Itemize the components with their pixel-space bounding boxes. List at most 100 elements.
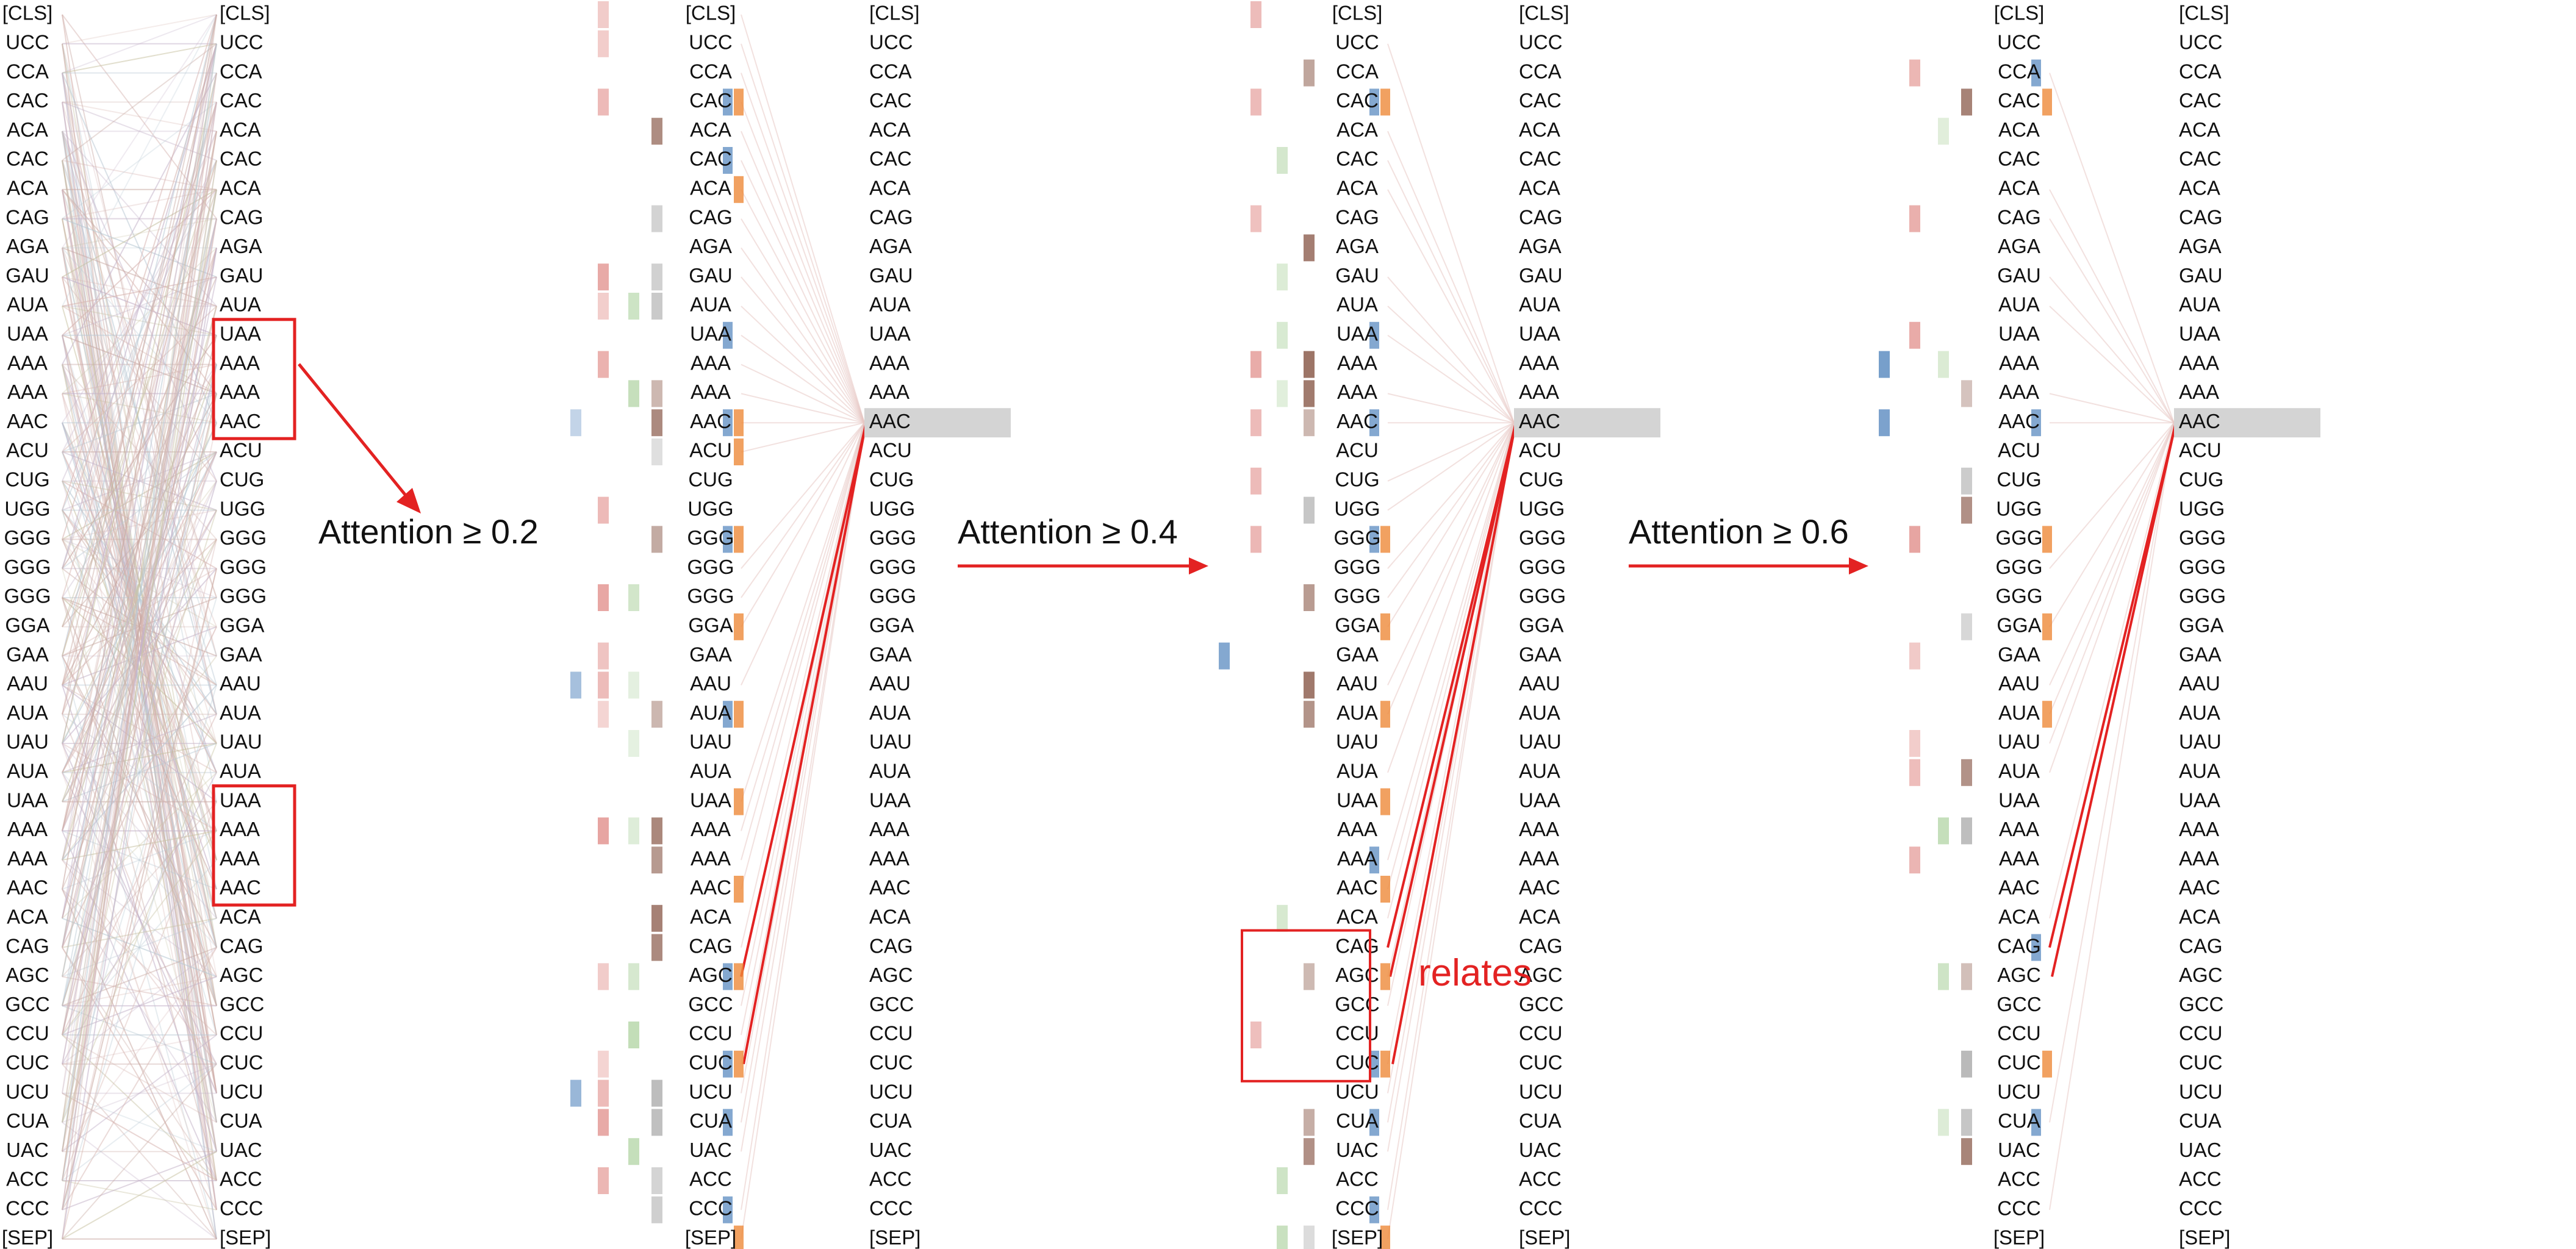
token-label: CCC <box>220 1197 264 1220</box>
token-label: UCU <box>1519 1080 1563 1103</box>
token-label: UAA <box>7 323 48 345</box>
attention-line <box>2049 306 2175 423</box>
head-attention-block <box>598 701 609 728</box>
token-label: CUC <box>1335 1051 1379 1074</box>
token-label: UAC <box>869 1139 912 1161</box>
token-label: CUA <box>689 1109 732 1132</box>
attention-line <box>741 131 865 423</box>
orange-head-marker <box>1380 701 1390 728</box>
head-attention-block <box>1961 88 1972 116</box>
attention-line <box>62 218 217 831</box>
token-label: CUC <box>2179 1051 2223 1074</box>
token-label: AUA <box>220 293 261 316</box>
attention-line <box>741 422 865 598</box>
attention-line <box>1387 422 1515 861</box>
attention-line <box>62 451 217 511</box>
token-label: CCC <box>1519 1197 1563 1220</box>
attention-line <box>62 14 217 1093</box>
token-label: GAA <box>220 643 262 665</box>
token-label: ACC <box>869 1168 912 1190</box>
token-label: AGC <box>869 964 913 986</box>
token-label: AUA <box>1336 760 1378 782</box>
token-label: CUG <box>688 468 733 491</box>
token-label: CUG <box>5 468 49 491</box>
token-label: ACU <box>689 439 732 462</box>
attention-line <box>62 101 217 161</box>
token-label: AAC <box>1998 876 2040 899</box>
head-attention-block <box>1304 496 1315 524</box>
token-label: AUA <box>7 701 48 724</box>
attention-line <box>62 801 217 1181</box>
attention-line <box>62 14 217 1239</box>
attention-line <box>62 1034 217 1065</box>
token-label: UAA <box>2179 323 2220 345</box>
attention-line <box>62 248 217 1210</box>
attention-line <box>62 43 217 918</box>
token-label: GGG <box>1519 556 1566 578</box>
attention-line <box>62 1034 217 1152</box>
token-label: GGG <box>687 585 734 607</box>
attention-line <box>62 43 217 74</box>
blue-head-marker <box>1369 846 1379 874</box>
attention-line <box>62 131 217 1123</box>
attention-line <box>2049 423 2175 1210</box>
attention-line <box>62 14 217 45</box>
token-label: AAC <box>7 876 48 899</box>
token-label: CAC <box>1998 89 2040 112</box>
head-attention-block <box>1938 351 1949 378</box>
token-label: UGG <box>1996 497 2042 520</box>
head-attention-block <box>598 30 609 57</box>
token-label: AUA <box>2179 701 2220 724</box>
attention-line <box>62 772 217 1211</box>
token-label: AGA <box>689 235 732 257</box>
head-attention-block <box>1938 1109 1949 1136</box>
token-label: CCC <box>1335 1197 1379 1220</box>
attention-line <box>62 248 217 1064</box>
token-label: CCA <box>1998 60 2040 82</box>
token-label: CAG <box>2179 934 2223 957</box>
token-label: AAA <box>691 818 731 840</box>
attention-line <box>741 14 865 423</box>
token-label: CUA <box>2179 1109 2222 1132</box>
head-attention-block <box>1938 118 1949 145</box>
token-label: AAA <box>1999 381 2039 403</box>
token-label: [SEP] <box>1519 1226 1570 1248</box>
blue-head-marker <box>1369 321 1379 349</box>
token-label: UAA <box>220 323 261 345</box>
focus-token-bar <box>864 408 1011 438</box>
token-label: CCC <box>1997 1197 2041 1220</box>
token-label: UGG <box>687 497 733 520</box>
attention-line <box>62 248 217 1239</box>
attention-line <box>1387 334 1515 424</box>
token-label: CAG <box>1519 206 1563 228</box>
strong-attention-line <box>2051 424 2176 977</box>
head-attention-block <box>1304 701 1315 728</box>
token-label: AAC <box>1336 876 1378 899</box>
token-label: AAA <box>691 847 731 870</box>
token-label: AAC <box>869 410 911 432</box>
token-label: CCU <box>1997 1022 2041 1045</box>
attention-line <box>62 626 217 948</box>
token-label: AAU <box>220 672 261 695</box>
attention-line <box>62 102 217 831</box>
token-label: GGG <box>4 585 51 607</box>
token-label: GCC <box>220 993 264 1015</box>
head-attention-block <box>628 671 639 699</box>
token-label: GAA <box>689 643 732 665</box>
token-label: CUG <box>1335 468 1379 491</box>
token-label: AAC <box>2179 876 2220 899</box>
strong-attention-line <box>1389 424 1516 977</box>
token-label: AAU <box>1519 672 1560 695</box>
token-label: ACA <box>1998 118 2040 141</box>
attention-line <box>62 73 217 744</box>
head-attention-block <box>1304 963 1315 990</box>
token-label: GAU <box>1997 264 2041 287</box>
token-label: CAC <box>869 89 912 112</box>
token-label: CUG <box>869 468 914 491</box>
head-attention-block <box>1961 496 1972 524</box>
attention-line <box>62 160 217 1181</box>
orange-head-marker <box>1380 613 1390 640</box>
token-label: ACU <box>1998 439 2040 462</box>
